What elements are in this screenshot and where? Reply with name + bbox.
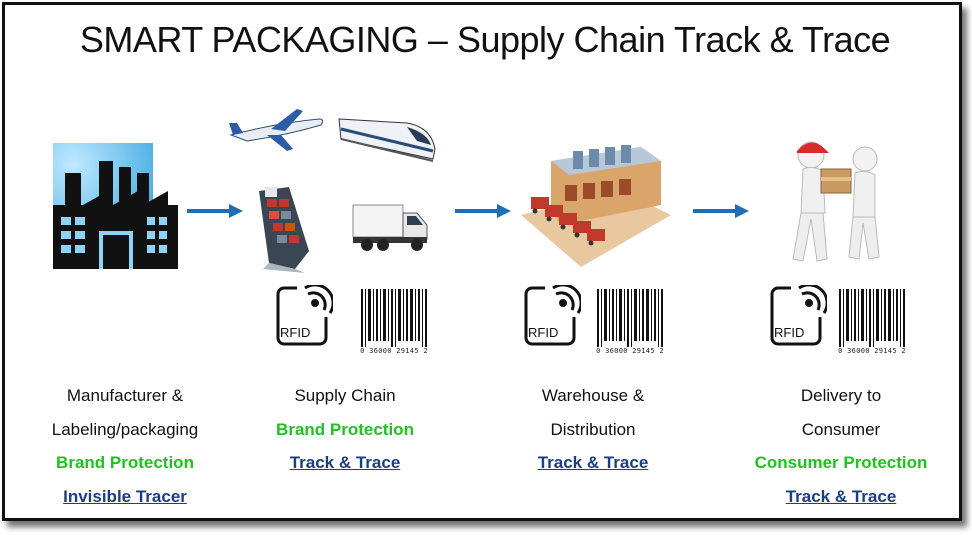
diagram-frame: SMART PACKAGING – Supply Chain Track & T…: [2, 2, 962, 521]
train-icon: [338, 118, 436, 162]
barcode-number: 0 36000 29145 2: [838, 347, 906, 355]
stage-warehouse: Warehouse & Distribution Track & Trace: [493, 379, 693, 480]
stage-highlight: Brand Protection: [276, 419, 414, 439]
stage-line: Manufacturer &: [66, 386, 184, 405]
barcode-icon: 0 36000 29145 2: [593, 289, 667, 355]
stage-line: Consumer: [801, 419, 881, 439]
stage-line: Distribution: [550, 419, 636, 439]
airplane-icon: [229, 109, 324, 151]
arrow-right-icon: [693, 204, 749, 218]
page-title: SMART PACKAGING – Supply Chain Track & T…: [79, 19, 891, 60]
delivery-people-icon: [792, 141, 880, 262]
rfid-tag-icon: RFID: [770, 285, 827, 346]
stage-highlight: Consumer Protection: [754, 453, 928, 472]
warehouse-icon: [521, 145, 671, 267]
stage-line: Warehouse &: [541, 386, 645, 405]
barcode-icon: 0 36000 29145 2: [357, 289, 431, 355]
arrow-right-icon: [187, 204, 243, 218]
stage-line: Delivery to: [800, 386, 882, 405]
stage-link[interactable]: Track & Trace: [289, 453, 401, 472]
arrow-right-icon: [455, 204, 511, 218]
stage-line: Labeling/packaging: [51, 419, 199, 439]
rfid-tag-icon: RFID: [524, 285, 581, 346]
stage-link[interactable]: Track & Trace: [537, 453, 649, 472]
cargo-ship-icon: [259, 187, 309, 273]
barcode-number: 0 36000 29145 2: [360, 347, 428, 355]
stage-manufacturer: Manufacturer & Labeling/packaging Brand …: [25, 379, 225, 513]
stage-delivery: Delivery to Consumer Consumer Protection…: [731, 379, 951, 513]
barcode-number: 0 36000 29145 2: [596, 347, 664, 355]
barcode-icon: 0 36000 29145 2: [835, 289, 909, 355]
stage-link[interactable]: Track & Trace: [785, 486, 897, 506]
stage-supply-chain: Supply Chain Brand Protection Track & Tr…: [245, 379, 445, 480]
factory-icon: [53, 143, 178, 269]
truck-icon: [352, 204, 428, 251]
stage-highlight: Brand Protection: [56, 453, 194, 472]
rfid-label: RFID: [280, 325, 310, 340]
stage-line: Supply Chain: [294, 386, 396, 405]
rfid-tag-icon: RFID: [276, 285, 333, 346]
stage-link[interactable]: Invisible Tracer: [63, 486, 187, 506]
rfid-label: RFID: [774, 325, 804, 340]
rfid-label: RFID: [528, 325, 558, 340]
